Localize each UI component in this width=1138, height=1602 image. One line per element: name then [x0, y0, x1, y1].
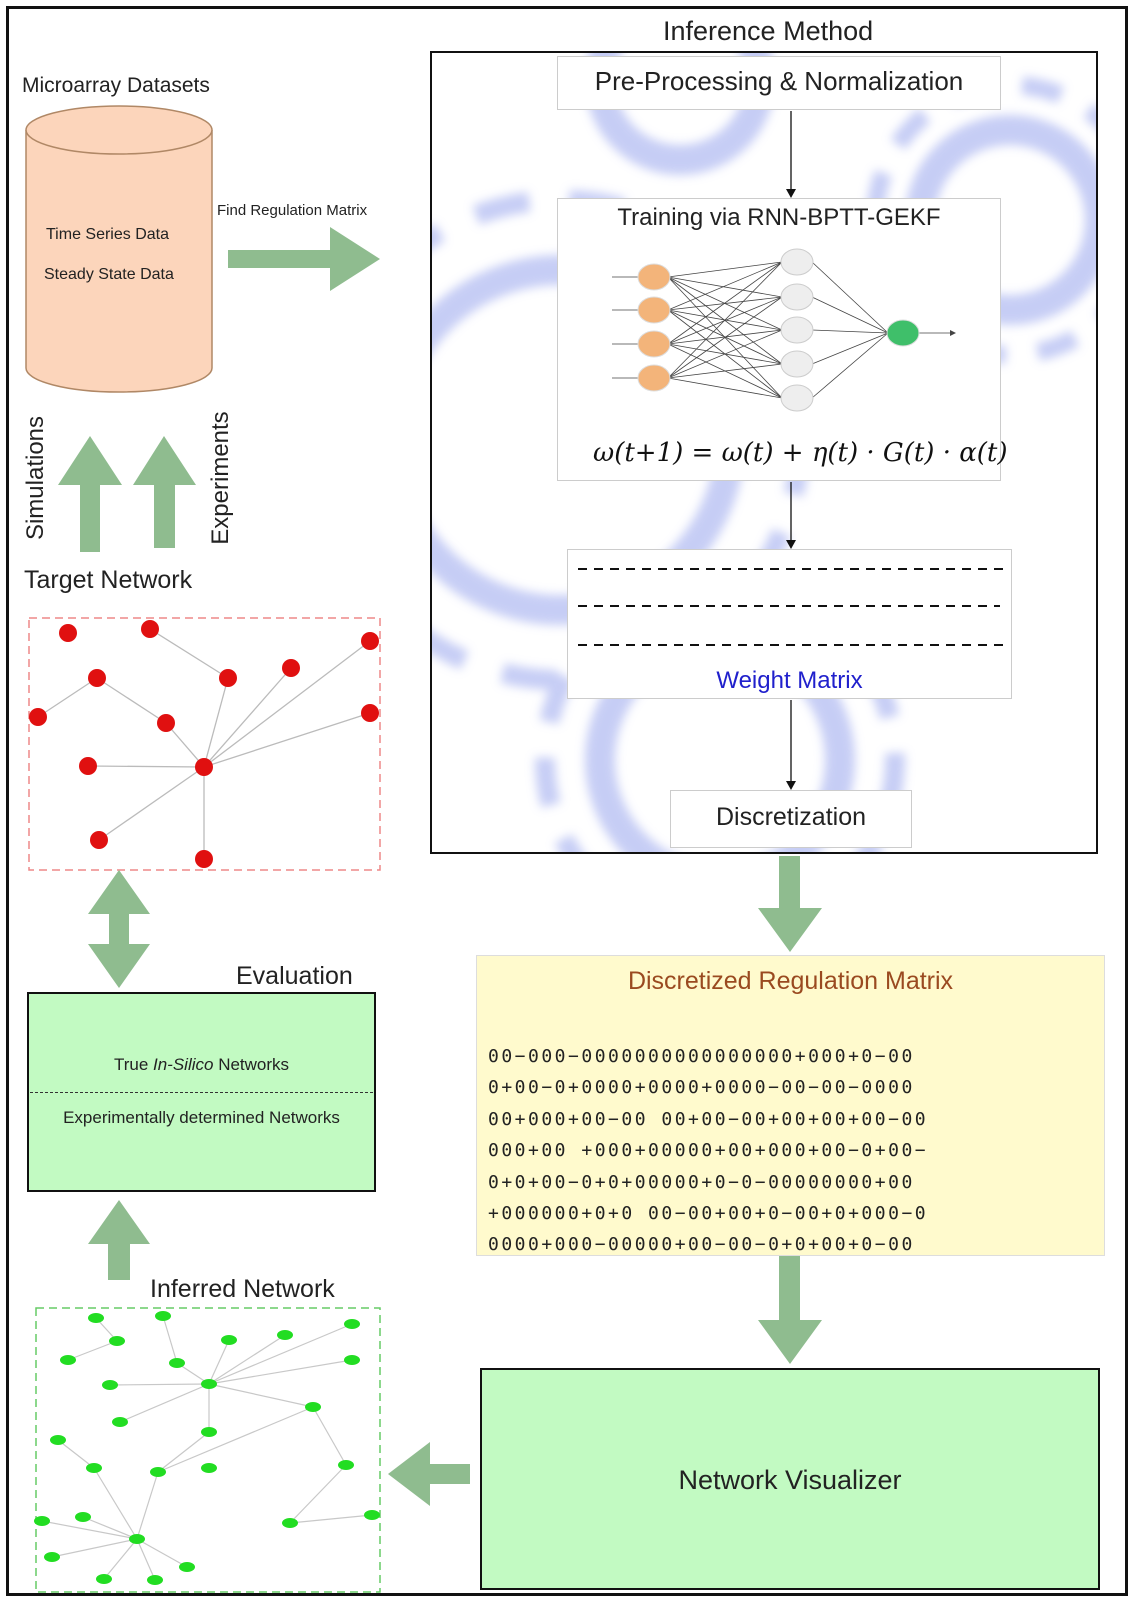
matrix-row: 0+00−0+0000+0000+0000−00−00−0000: [488, 1077, 915, 1098]
weight-matrix-box: [567, 549, 1012, 699]
evaluation-divider: [30, 1092, 373, 1093]
regulation-matrix-title: Discretized Regulation Matrix: [627, 967, 954, 995]
inferred-node: [338, 1460, 354, 1470]
target-node: [157, 714, 175, 732]
matrix-row: 00+000+00−00 00+00−00+00+00+00−00: [488, 1109, 929, 1130]
inferred-node: [112, 1417, 128, 1427]
datasets-title: Microarray Datasets: [22, 74, 210, 97]
inferred-node: [221, 1335, 237, 1345]
svg-text:ω(t+1) = ω(t) + η(t) · G(t) ·: ω(t+1) = ω(t) + η(t) · G(t) · α(t): [593, 438, 1008, 468]
inference-method-box: [430, 51, 1098, 854]
discretization-label: Discretization: [715, 803, 867, 831]
inferred-node: [169, 1358, 185, 1368]
find-regulation-label: Find Regulation Matrix: [217, 202, 368, 219]
weight-matrix-label: Weight Matrix: [716, 667, 863, 694]
inference-title: Inference Method: [663, 16, 874, 46]
target-network-title: Target Network: [24, 566, 193, 594]
inferred-node: [129, 1534, 145, 1544]
inferred-node: [109, 1336, 125, 1346]
inferred-node: [86, 1463, 102, 1473]
target-node: [219, 669, 237, 687]
inferred-node: [44, 1552, 60, 1562]
double-arrow: [88, 870, 150, 988]
evaluation-line1-prefix: True: [113, 1055, 153, 1074]
preprocessing-box: [557, 56, 1001, 110]
inferred-node: [147, 1575, 163, 1585]
inferred-node: [60, 1355, 76, 1365]
matrix-row: 0+0+00−0+0+00000+0−0−00000000+00: [488, 1172, 915, 1193]
matrix-row: 00−000−0000000000000000+000+0−00: [488, 1046, 915, 1067]
inferred-node: [96, 1574, 112, 1584]
matrix-row: 0000+000−00000+00−00−0+0+00+0−00: [488, 1234, 915, 1255]
up-arrow: [58, 436, 122, 552]
target-node: [195, 758, 213, 776]
inferred-node: [344, 1319, 360, 1329]
target-node: [361, 704, 379, 722]
up-arrow: [88, 1200, 150, 1280]
inferred-node: [50, 1435, 66, 1445]
inferred-node: [364, 1510, 380, 1520]
network-visualizer-box: [480, 1368, 1100, 1590]
time-series-label: Time Series Data: [46, 226, 169, 243]
matrix-row: +000000+0+0 00−00+00+0−00+0+000−0: [488, 1203, 929, 1224]
inferred-node: [201, 1463, 217, 1473]
target-node: [90, 831, 108, 849]
left-arrow: [388, 1442, 470, 1506]
target-node: [195, 850, 213, 868]
evaluation-line1-suffix: Networks: [213, 1055, 290, 1074]
training-title: Training via RNN-BPTT-GEKF: [617, 204, 941, 231]
inferred-node: [344, 1355, 360, 1365]
inferred-node: [179, 1562, 195, 1572]
evaluation-line1: True In-Silico Networks: [27, 1055, 376, 1075]
preprocessing-label: Pre-Processing & Normalization: [594, 66, 964, 96]
regulation-matrix-box: [476, 955, 1105, 1256]
evaluation-line2: Experimentally determined Networks: [63, 1108, 340, 1127]
inferred-network-title: Inferred Network: [150, 1275, 335, 1303]
evaluation-line1-italic: In-Silico: [153, 1055, 214, 1074]
inferred-node: [75, 1512, 91, 1522]
steady-state-label: Steady State Data: [44, 266, 174, 283]
target-node: [282, 659, 300, 677]
inferred-node: [201, 1427, 217, 1437]
target-node: [29, 708, 47, 726]
down-arrow: [758, 1256, 822, 1364]
network-visualizer-label: Network Visualizer: [678, 1465, 902, 1495]
down-arrow: [758, 856, 822, 952]
evaluation-title: Evaluation: [236, 962, 353, 990]
inferred-node: [155, 1311, 171, 1321]
right-arrow: [228, 227, 380, 291]
discretization-box: [670, 790, 912, 848]
up-arrow: [133, 436, 196, 548]
inferred-node: [305, 1402, 321, 1412]
target-node: [79, 757, 97, 775]
matrix-row: 000+00 +000+00000+00+000+00−0+00−: [488, 1140, 929, 1161]
inferred-node: [102, 1380, 118, 1390]
inferred-node: [34, 1516, 50, 1526]
target-node: [88, 669, 106, 687]
inferred-node: [150, 1467, 166, 1477]
inferred-node: [201, 1379, 217, 1389]
inferred-node: [88, 1313, 104, 1323]
figure-frame: [6, 6, 1128, 1596]
target-node: [141, 620, 159, 638]
inferred-node: [282, 1518, 298, 1528]
target-node: [361, 632, 379, 650]
target-node: [59, 624, 77, 642]
inferred-node: [277, 1330, 293, 1340]
